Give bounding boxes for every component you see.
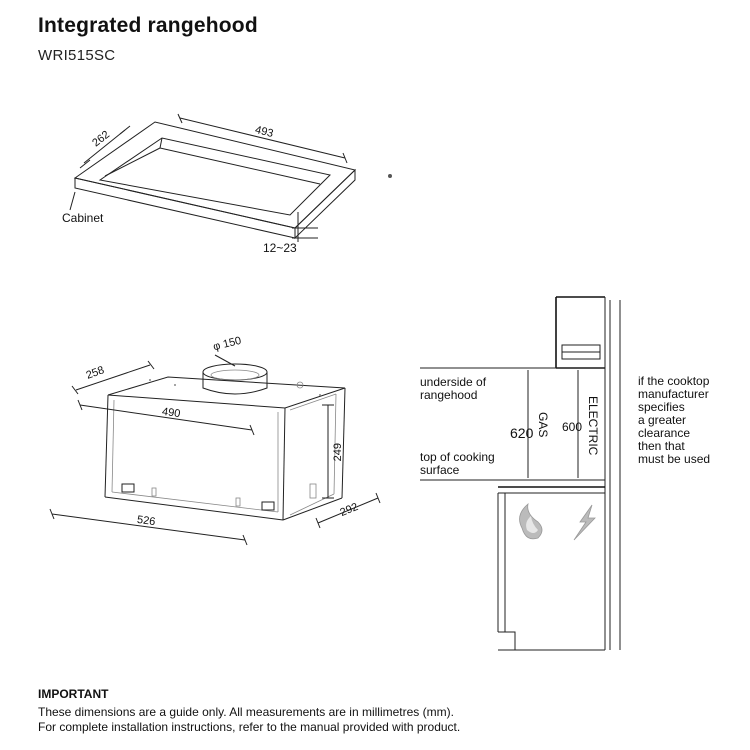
duct-collar xyxy=(202,354,268,395)
hood-width-inner-label: 490 xyxy=(161,405,182,421)
gas-flame-icon xyxy=(519,502,543,540)
disclaimer-line-2: For complete installation instructions, … xyxy=(38,720,461,734)
underside-label: underside of rangehood xyxy=(420,375,487,402)
gas-clearance-value: 620 xyxy=(510,425,534,441)
gas-label: GAS xyxy=(536,412,550,438)
hood-height-label: 249 xyxy=(332,443,344,462)
cooktop-body xyxy=(497,479,605,651)
model-number: WRI515SC xyxy=(38,47,116,64)
page-title: Integrated rangehood xyxy=(38,14,258,37)
cabinet-label: Cabinet xyxy=(62,211,104,225)
cabinet-outline xyxy=(73,121,357,240)
important-heading: IMPORTANT xyxy=(38,687,109,701)
cooking-surface-label: top of cooking surface xyxy=(420,450,495,477)
hood-outline xyxy=(104,376,346,521)
hood-controls xyxy=(121,379,321,511)
clearance-note: if the cooktop manufacturer specifies a … xyxy=(638,374,711,466)
cabinet-dimension-lines xyxy=(69,113,348,242)
cabinet-mark xyxy=(388,174,392,178)
clearance-dimension-lines xyxy=(420,367,605,481)
hood-dimension-lines xyxy=(49,360,381,546)
hood-width-outer-label: 526 xyxy=(136,513,157,529)
electric-bolt-icon xyxy=(573,504,596,541)
electric-label: ELECTRIC xyxy=(586,396,600,456)
disclaimer-line-1: These dimensions are a guide only. All m… xyxy=(38,705,454,719)
wall-and-cabinet xyxy=(555,296,621,650)
cabinet-thickness-label: 12~23 xyxy=(263,241,297,255)
electric-clearance-value: 600 xyxy=(562,420,583,434)
